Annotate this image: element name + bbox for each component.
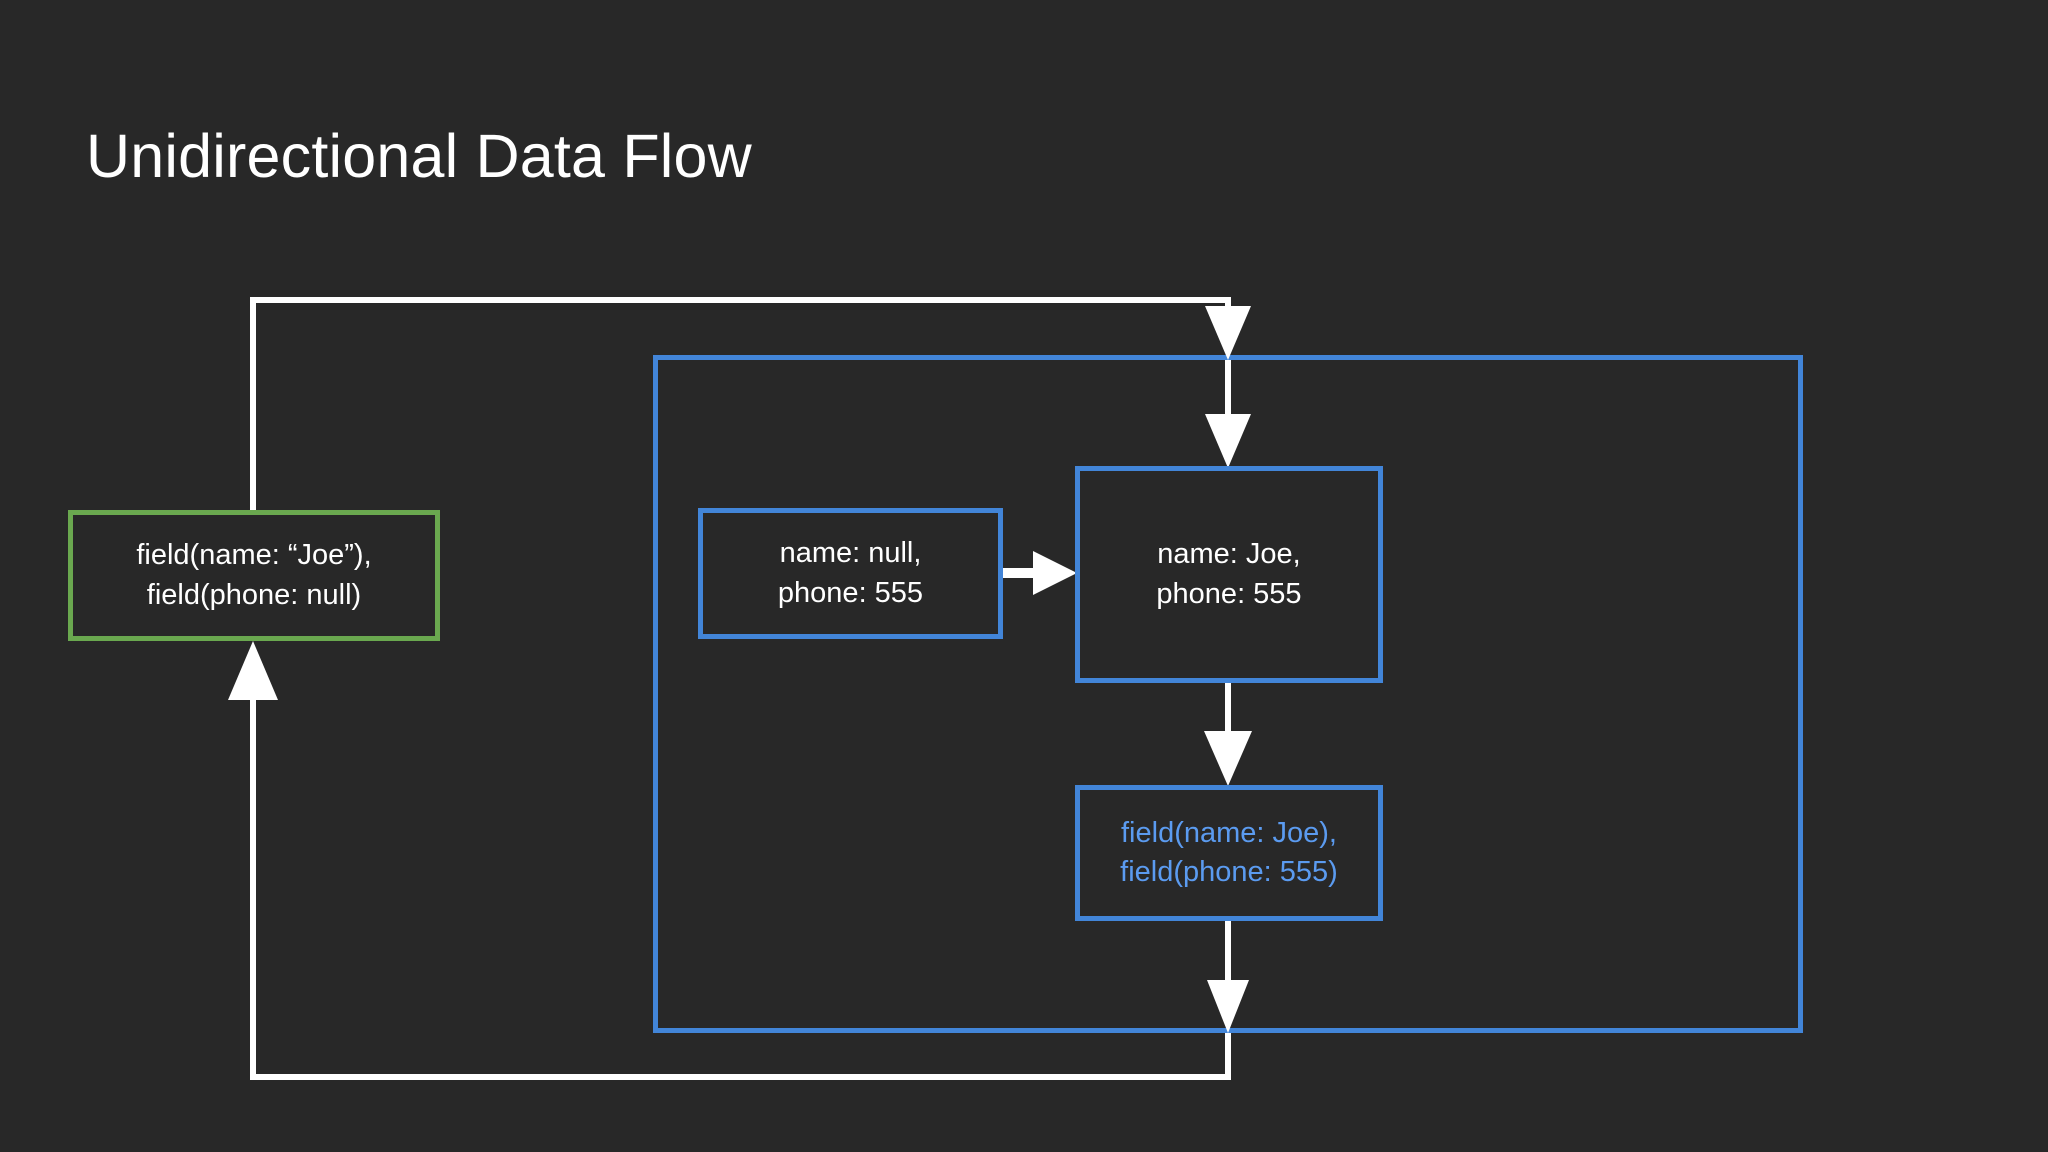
actions-line-1: field(name: Joe), <box>1121 816 1337 849</box>
arrow-return-to-store <box>228 641 1231 1080</box>
store-line-1: field(name: “Joe”), <box>136 539 372 572</box>
arrow-actions-out-of-container <box>1207 921 1249 1033</box>
previous-state-line-2: phone: 555 <box>777 576 924 609</box>
page-title: Unidirectional Data Flow <box>86 122 752 190</box>
actions-line-2: field(phone: 555) <box>1120 856 1338 888</box>
actions-node[interactable]: field(name: Joe), field(phone: 555) <box>1075 785 1383 921</box>
next-state-node[interactable]: name: Joe, phone: 555 <box>1075 466 1383 683</box>
next-state-line-2: phone: 555 <box>1156 577 1302 610</box>
next-state-line-1: name: Joe, <box>1157 538 1301 571</box>
store-line-2: field(phone: null) <box>146 578 362 611</box>
previous-state-line-1: name: null, <box>779 537 922 570</box>
store-node[interactable]: field(name: “Joe”), field(phone: null) <box>68 510 440 641</box>
arrow-store-to-container <box>250 297 1251 510</box>
previous-state-node[interactable]: name: null, phone: 555 <box>698 508 1003 639</box>
arrow-next-state-to-actions <box>1204 683 1252 786</box>
arrow-container-to-next-state <box>1205 360 1251 468</box>
arrow-previous-to-next-state <box>1003 551 1077 595</box>
